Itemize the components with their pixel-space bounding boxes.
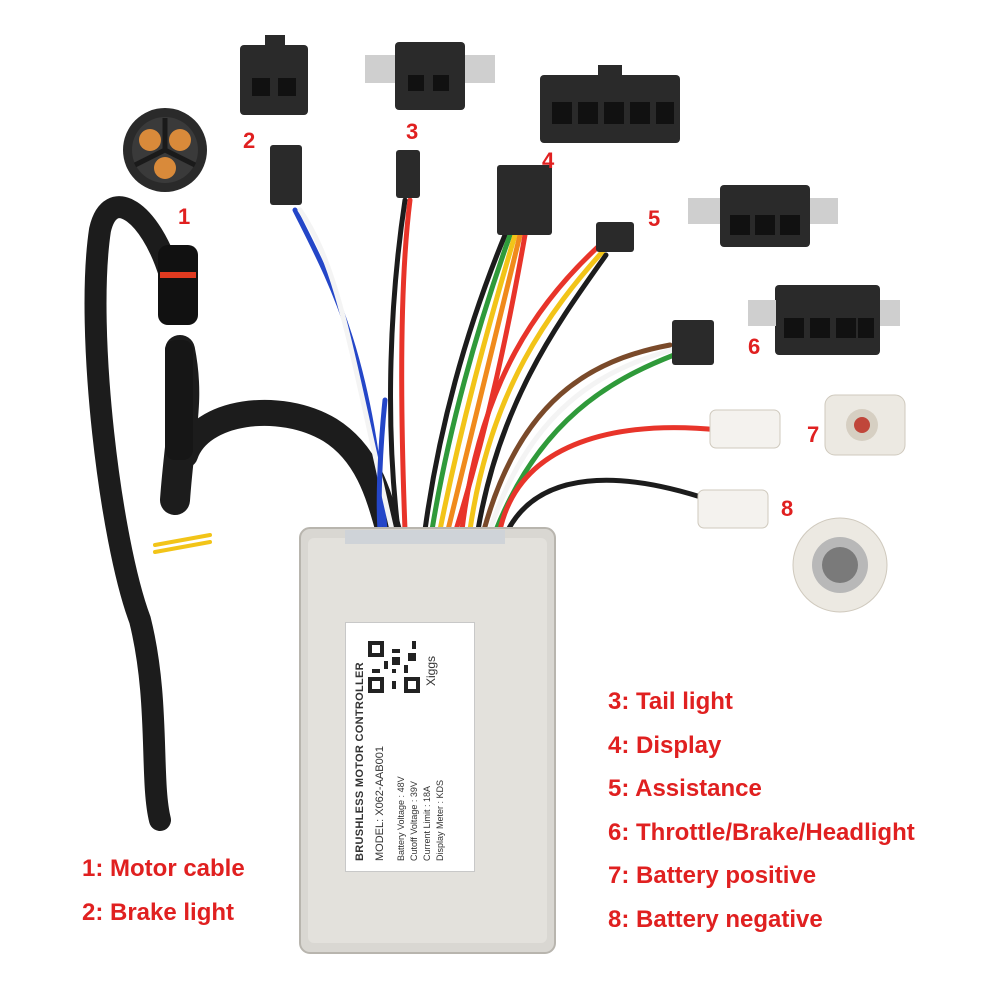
- connector-number-4: 4: [542, 148, 555, 173]
- legend-item-5: 5: Assistance: [608, 775, 762, 802]
- battery-positive-connector-face: [824, 394, 906, 456]
- throttle-connector-face: [748, 285, 900, 355]
- legend-item-8: 8: Battery negative: [608, 905, 823, 933]
- legend-item-7: 7: Battery positive: [608, 862, 817, 889]
- motor-connector-face: [123, 108, 207, 192]
- brake-light-connector-face: [240, 35, 308, 115]
- connector-number-8: 8: [781, 496, 794, 521]
- legend-item-1: 1: Motor cable: [82, 855, 245, 882]
- controller-title: BRUSHLESS MOTOR CONTROLLER: [354, 662, 366, 861]
- legend-item-6: 6: Throttle/Brake/Headlight: [608, 818, 915, 846]
- display-connector-face: [540, 65, 680, 143]
- battery-negative-connector-face: [792, 517, 888, 613]
- brand-name: Xiggs: [424, 655, 438, 686]
- tail-light-connector-face: [365, 42, 495, 110]
- connector-number-6: 6: [748, 334, 761, 359]
- connector-number-1: 1: [178, 204, 191, 229]
- spec-battery-voltage: Battery Voltage : 48V: [396, 776, 406, 861]
- connector-number-7: 7: [807, 422, 820, 447]
- connector-number-3: 3: [406, 119, 419, 144]
- motor-cable: [84, 196, 403, 831]
- wire-harness: [292, 197, 723, 533]
- controller-label: BRUSHLESS MOTOR CONTROLLER MODEL: X062-A…: [345, 622, 475, 872]
- spec-cutoff-voltage: Cutoff Voltage : 39V: [409, 781, 419, 861]
- legend-right: 3: Tail light 4: Display 5: Assistance 6…: [608, 680, 915, 941]
- controller-model: MODEL: X062-AAB001: [374, 746, 386, 861]
- legend-left: 1: Motor cable 2: Brake light: [82, 847, 245, 934]
- spec-display-meter: Display Meter : KDS: [435, 779, 445, 861]
- legend-item-2: 2: Brake light: [82, 898, 235, 926]
- connector-number-2: 2: [243, 128, 256, 153]
- legend-item-3: 3: Tail light: [608, 688, 733, 715]
- harness-plugs: [270, 145, 781, 529]
- spec-current-limit: Current Limit : 18A: [422, 785, 432, 861]
- qr-code-icon: [368, 641, 420, 693]
- legend-item-4: 4: Display: [608, 731, 722, 759]
- connector-number-5: 5: [648, 206, 661, 231]
- assistance-connector-face: [688, 185, 838, 247]
